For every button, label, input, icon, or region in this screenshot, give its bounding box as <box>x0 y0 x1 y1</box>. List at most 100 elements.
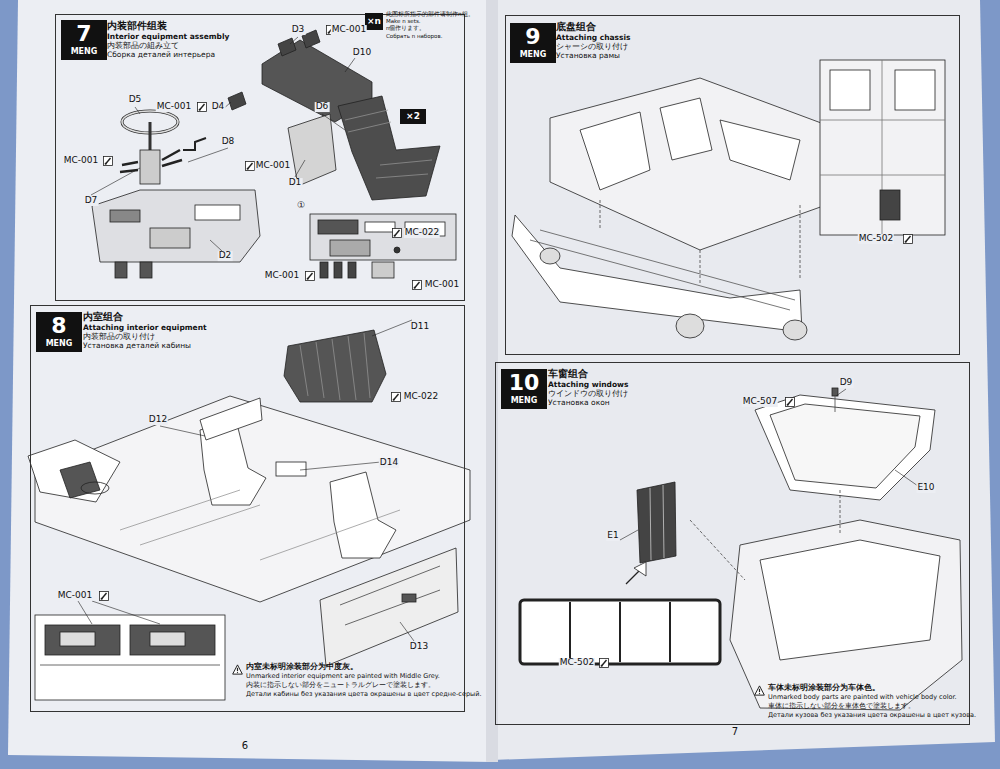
chassis-install-part <box>530 230 795 310</box>
paint-icons-part <box>413 281 422 290</box>
window-install-part <box>760 540 940 660</box>
leader-lines-part <box>322 114 345 130</box>
chassis-install-part <box>830 70 870 110</box>
warning-icons-part <box>755 686 765 695</box>
interior-install-part <box>402 594 416 602</box>
window-install-part <box>637 482 676 563</box>
pages-part <box>492 0 995 760</box>
part-label: D9 <box>839 378 854 388</box>
page-number: 6 <box>242 740 248 751</box>
step-subtitle: Attaching chassis <box>556 33 959 42</box>
pages <box>8 0 995 762</box>
interior-install-part <box>40 665 220 666</box>
window-install-part <box>770 404 920 488</box>
brand-mark: MENG <box>61 47 107 57</box>
interior-parts-part <box>372 262 394 278</box>
step-number: 8 <box>36 312 82 339</box>
step-subtitle: Установка рамы <box>556 51 959 60</box>
part-label: D4 <box>211 102 226 112</box>
interior-install-part <box>130 625 215 655</box>
interior-install-part <box>200 398 262 440</box>
paint-icons-part <box>600 659 609 668</box>
part-label: MC-001 <box>264 271 300 281</box>
window-install-part <box>730 520 962 710</box>
sets-text: Make n sets. <box>386 18 467 25</box>
chassis-install-part <box>783 320 807 340</box>
interior-install <box>28 330 470 700</box>
interior-install-part <box>276 462 306 476</box>
chassis-install-part <box>550 78 840 250</box>
chassis-install-part <box>512 215 802 332</box>
window-install-part <box>570 602 670 662</box>
brand-mark: MENG <box>510 50 556 60</box>
interior-install-part <box>300 333 370 400</box>
part-label: D5 <box>128 95 143 105</box>
part-label: E1 <box>606 531 619 541</box>
brand-mark: MENG <box>501 396 547 406</box>
sets-text: n個作ります。 <box>386 25 467 32</box>
part-label: MC-001 <box>255 161 291 171</box>
pages-part <box>486 0 498 762</box>
interior-install-part <box>284 330 386 402</box>
chassis-install-part <box>580 112 650 190</box>
part-label: MC-507 <box>742 397 778 407</box>
part-label: MC-022 <box>403 392 439 402</box>
step-number: 10 <box>501 369 547 396</box>
interior-parts-part <box>348 262 356 278</box>
brand-mark: MENG <box>36 339 82 349</box>
paint-note: Детали кабины без указания цвета окрашен… <box>246 691 481 698</box>
interior-parts-part <box>150 228 190 248</box>
part-label: D14 <box>379 458 399 468</box>
interior-install-part <box>320 548 458 666</box>
chassis-install-part <box>540 248 560 264</box>
leader-lines-part <box>91 168 140 195</box>
interior-install-part <box>28 440 120 502</box>
chassis-install-part <box>600 200 800 285</box>
interior-parts-part <box>228 92 246 110</box>
part-label: MC-502 <box>858 234 894 244</box>
step-title: 底盘组合 <box>556 21 959 33</box>
paint-icons-part <box>104 157 113 166</box>
step-subtitle: 内装部品の取り付け <box>83 332 464 341</box>
part-label: ① <box>296 201 306 211</box>
leader-lines-part <box>290 37 298 44</box>
interior-parts-part <box>330 240 370 256</box>
part-label: MC-022 <box>404 228 440 238</box>
chassis-install-part <box>660 98 712 160</box>
paint-note: 内装に指示しない部分をニュートラルグレーで塗装します。 <box>246 682 435 689</box>
sets-mark: ×n <box>365 13 383 30</box>
part-label: D13 <box>409 642 429 652</box>
count-tag: ×2 <box>400 109 426 124</box>
interior-parts-part <box>318 220 358 234</box>
paint-icons-part <box>246 162 255 171</box>
step-badge: 7MENG <box>61 20 107 60</box>
paint-note: 车体未标明涂装部分为车体色。 <box>768 684 880 692</box>
part-label: D7 <box>84 196 99 206</box>
interior-parts-part <box>310 214 456 260</box>
leader-lines-part <box>188 148 228 162</box>
step-badge: 10MENG <box>501 369 547 409</box>
window-install-part <box>690 520 745 580</box>
leader-lines-part <box>836 389 846 396</box>
pages-part <box>8 0 492 762</box>
count-text: ×2 <box>400 109 426 124</box>
leader-lines-part <box>295 160 305 177</box>
window-install-part <box>840 490 841 535</box>
interior-parts-part <box>92 190 260 262</box>
interior-parts-part <box>288 114 336 186</box>
interior-install-part <box>81 482 109 494</box>
chassis-install-part <box>676 314 704 338</box>
step-subtitle: Attaching windows <box>548 380 969 389</box>
leader-lines-part <box>372 320 412 336</box>
interior-parts-part <box>140 262 152 278</box>
chassis-install-part <box>820 60 945 235</box>
interior-parts-part <box>195 205 240 220</box>
chassis-install-part <box>880 190 900 220</box>
chassis-install-part <box>720 120 800 180</box>
leader-lines-part <box>210 240 222 251</box>
step-subtitle: Interior equipment assembly <box>107 32 464 41</box>
step-title: 内装部件组装 <box>107 20 464 32</box>
chassis-install <box>512 60 945 340</box>
interior-parts-part <box>110 210 140 222</box>
